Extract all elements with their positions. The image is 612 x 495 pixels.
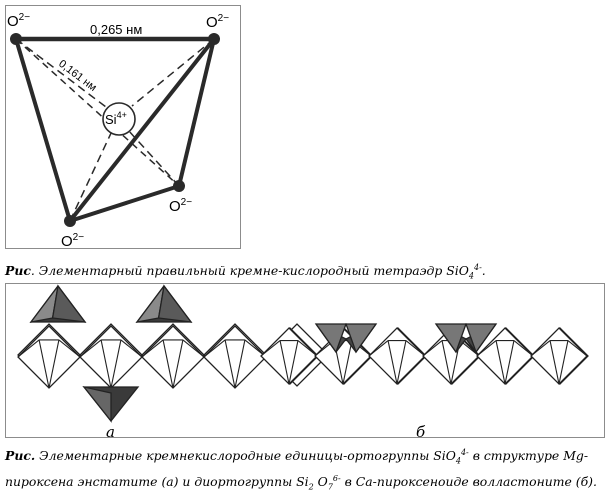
octahedron-edge xyxy=(260,340,281,357)
octahedron-edge xyxy=(100,339,112,389)
tetrahedron-face xyxy=(82,385,112,423)
octahedron-edge xyxy=(224,339,236,389)
atom-o3 xyxy=(173,180,185,192)
octahedron-edge xyxy=(162,339,174,389)
octahedron xyxy=(203,325,267,389)
octahedron-edge xyxy=(58,339,81,358)
edge-bottom xyxy=(69,184,180,223)
tetrahedron-face xyxy=(157,284,193,323)
edge-length-label: 0,265 нм xyxy=(90,22,142,37)
caption-bottom: Рис. Элементарные кремнекислородные един… xyxy=(5,448,597,492)
octahedron-edge xyxy=(549,340,560,385)
octahedron-edge xyxy=(234,339,246,389)
label-o3: O2− xyxy=(169,197,192,215)
octahedron-edge xyxy=(513,340,534,357)
octahedron-edge xyxy=(476,340,497,357)
caption-top: Рис. Элементарный правильный кремне-кисл… xyxy=(5,263,486,281)
octahedron-edge xyxy=(387,340,398,385)
octahedron-edge xyxy=(422,340,443,357)
chain-label-b: б xyxy=(416,423,426,439)
tetrahedron-face xyxy=(51,284,87,323)
octahedron-edge xyxy=(530,340,551,357)
octahedron-edge xyxy=(495,340,506,385)
octahedron-edge xyxy=(141,339,164,358)
edge-hidden xyxy=(15,38,180,187)
tetrahedron-pair-left-face xyxy=(314,323,347,354)
octahedron-edge xyxy=(368,340,389,357)
octahedron-edge xyxy=(297,340,318,357)
octahedron-edge xyxy=(288,340,299,385)
silicate-chains-figure: а б xyxy=(5,283,605,439)
octahedron-edge xyxy=(504,340,515,385)
tetrahedron-pair-left-face xyxy=(434,323,467,354)
octahedron-edge xyxy=(79,339,102,358)
edge-left xyxy=(14,38,72,222)
atom-o1 xyxy=(10,33,22,45)
octahedron-edge xyxy=(110,339,122,389)
octahedron-edge xyxy=(279,340,290,385)
octahedron-edge xyxy=(120,339,143,358)
octahedron xyxy=(79,325,143,389)
atom-si xyxy=(102,102,136,136)
octahedron-edge xyxy=(17,339,40,358)
atom-o4 xyxy=(64,215,76,227)
atom-o2 xyxy=(208,33,220,45)
label-o4: O2− xyxy=(61,232,84,250)
octahedron-edge xyxy=(172,339,184,389)
tetrahedron-figure: O2− O2− O2− O2− Si4+ 0,265 нм 0,161 нм xyxy=(5,5,241,250)
label-si: Si4+ xyxy=(105,110,127,127)
octahedron-edge xyxy=(441,340,452,385)
chain-b-wollastonite xyxy=(260,323,589,385)
silicate-chains-diagram: а б xyxy=(17,284,589,439)
octahedron xyxy=(368,327,426,385)
label-o2: O2− xyxy=(206,13,229,31)
tetrahedron-pair-right-face xyxy=(345,323,378,354)
octahedron-edge xyxy=(405,340,426,357)
tetrahedron-pair-right-face xyxy=(465,323,498,354)
octahedron-edge xyxy=(38,339,50,389)
octahedron-edge xyxy=(567,340,588,357)
chain-label-a: а xyxy=(106,423,115,439)
octahedron-edge xyxy=(342,340,353,385)
octahedron-edge xyxy=(396,340,407,385)
octahedron xyxy=(17,325,81,389)
octahedron-edge xyxy=(558,340,569,385)
label-o1: O2− xyxy=(7,12,30,30)
octahedron-edge xyxy=(203,339,226,358)
bond-o4 xyxy=(69,130,113,222)
bond-length-label: 0,161 нм xyxy=(56,58,99,94)
tetrahedron-diagram: O2− O2− O2− O2− Si4+ 0,265 нм 0,161 нм xyxy=(7,12,229,250)
bond-o2 xyxy=(131,38,215,107)
octahedron xyxy=(141,325,205,389)
octahedron-edge xyxy=(182,339,205,358)
bond-o1 xyxy=(15,38,107,108)
edge-front-diagonal xyxy=(68,37,216,223)
octahedron xyxy=(530,327,588,385)
octahedron-edge xyxy=(48,339,60,389)
edge-right xyxy=(177,38,216,187)
